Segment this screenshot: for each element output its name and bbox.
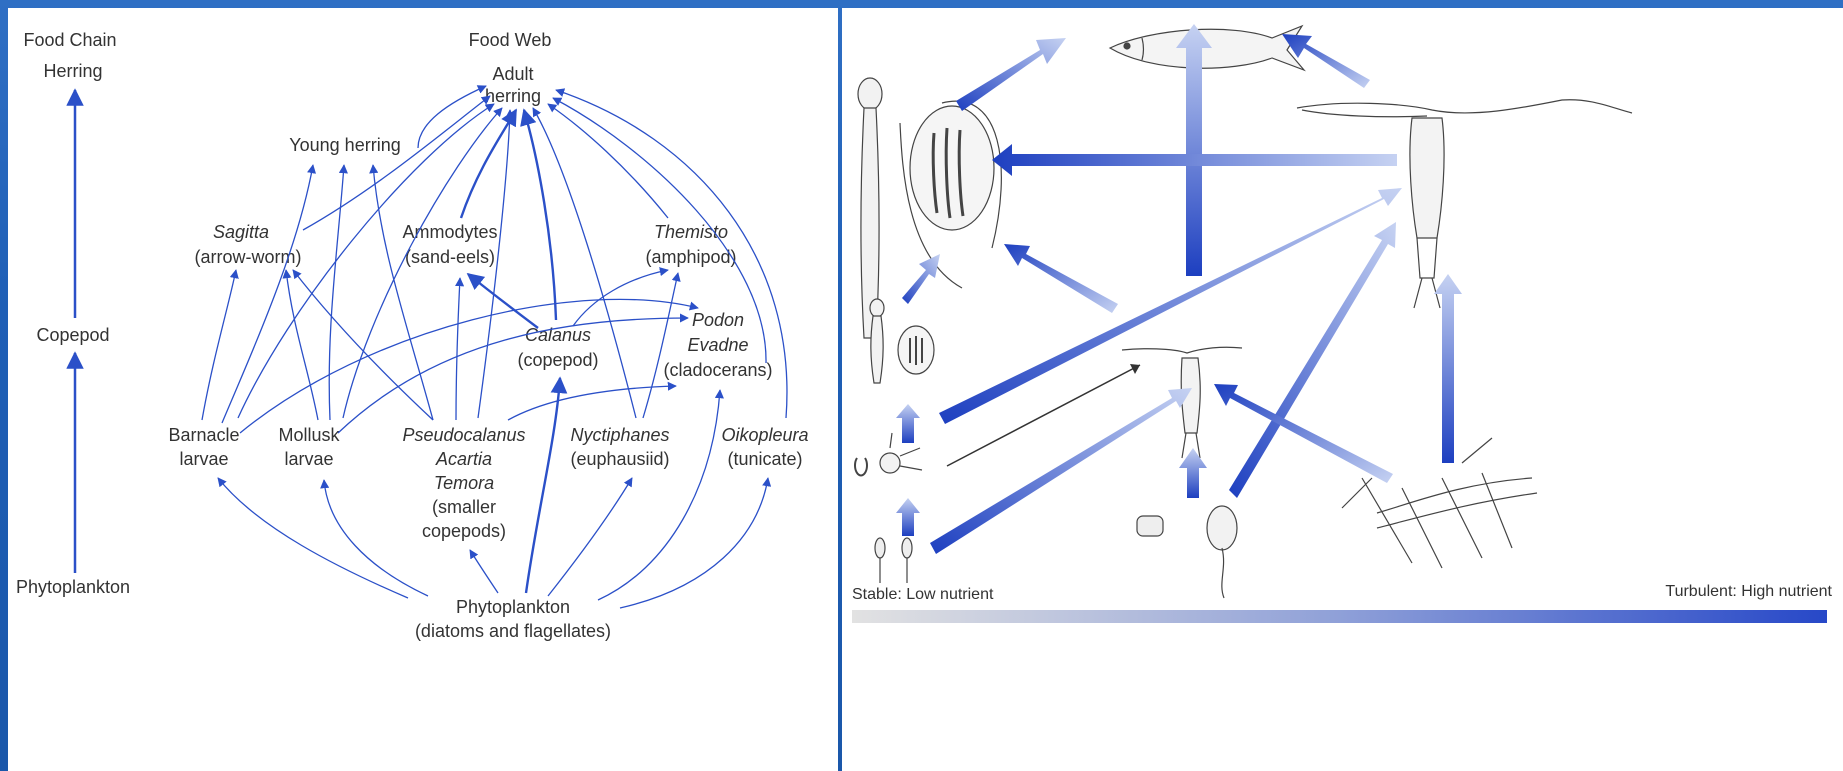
- arrow-diatomchain-to-midcopepod: [1214, 384, 1393, 483]
- arrow-barnacle-to-young: [222, 165, 313, 423]
- food-chain-title: Food Chain: [23, 30, 116, 50]
- young-herring-label: Young herring: [289, 135, 400, 155]
- arrow-phyto-to-calanus: [526, 378, 560, 593]
- arrow-pseudo-to-young: [373, 165, 433, 420]
- themisto-label: Themisto: [654, 222, 728, 242]
- arrow-phyto-to-cladocerans: [598, 390, 720, 600]
- arrow-flagellates-to-nauplius: [896, 498, 920, 536]
- arrow-calanus-to-adult: [524, 110, 556, 320]
- barnacle-desc: larvae: [179, 449, 228, 469]
- arrow-themisto-to-adult: [548, 104, 668, 218]
- arrow-phyto-to-nyctiphanes: [548, 478, 632, 596]
- arrow-sagitta-to-adult: [303, 96, 490, 230]
- plankton-panel: Stable: Low nutrient Turbulent: High nut…: [842, 8, 1843, 771]
- arrow-calanus-to-ammodytes: [468, 274, 538, 328]
- arrow-larvacean-to-fish: [956, 38, 1066, 111]
- diatom-chain-drawing: [1342, 438, 1537, 568]
- acartia-label: Acartia: [435, 449, 492, 469]
- adult-herring-label: Adult: [492, 64, 533, 84]
- arrow-nyctiphanes-to-themisto: [643, 273, 678, 418]
- arrow-nauplius-to-small-larvacean: [896, 404, 920, 443]
- arrow-midcopepod-to-larvacean: [1004, 244, 1118, 313]
- chain-phytoplankton-label: Phytoplankton: [16, 577, 130, 597]
- arrow-small-to-large-larvacean: [902, 254, 940, 304]
- arrow-pseudo-to-ammodytes: [456, 278, 460, 420]
- large-copepod-drawing: [1297, 100, 1632, 308]
- small-larvacean-drawing: [870, 299, 934, 383]
- podon-label: Podon: [692, 310, 744, 330]
- flagellates-drawing: [875, 538, 912, 583]
- food-web-diagram: Food Chain Herring Copepod Phytoplankton…: [8, 8, 838, 771]
- chain-herring-label: Herring: [43, 61, 102, 81]
- evadne-label: Evadne: [687, 335, 748, 355]
- adult-herring-label-2: herring: [485, 86, 541, 106]
- euphausiid-desc: (euphausiid): [570, 449, 669, 469]
- calanus-desc: (copepod): [517, 350, 598, 370]
- arrow-phyto-to-mollusk: [324, 480, 428, 596]
- cladocerans-desc: (cladocerans): [663, 360, 772, 380]
- sagitta-label: Sagitta: [213, 222, 269, 242]
- arrow-ammodytes-to-adult: [461, 110, 516, 218]
- nutrient-gradient-bar: [852, 610, 1827, 623]
- arrow-nauplius-to-largecopepod: [939, 188, 1402, 424]
- smaller-label: (smaller: [432, 497, 496, 517]
- organism-sketches: [855, 26, 1632, 598]
- mollusk-desc: larvae: [284, 449, 333, 469]
- temora-label: Temora: [434, 473, 494, 493]
- themisto-desc: (amphipod): [645, 247, 736, 267]
- arrow-thin-nauplius-to-midcopepod: [947, 365, 1140, 466]
- mollusk-label: Mollusk: [278, 425, 340, 445]
- oikopleura-label: Oikopleura: [721, 425, 808, 445]
- arrow-phyto-to-barnacle: [218, 478, 408, 598]
- food-web-panel: Food Chain Herring Copepod Phytoplankton…: [8, 8, 838, 771]
- arrow-phyto-to-smaller-copepods: [470, 550, 498, 593]
- arrow-mollusk-to-young: [329, 165, 344, 420]
- stable-low-nutrient-label: Stable: Low nutrient: [852, 586, 994, 603]
- turbulent-high-nutrient-label: Turbulent: High nutrient: [1665, 583, 1832, 600]
- plankton-diagram: Stable: Low nutrient Turbulent: High nut…: [842, 8, 1843, 771]
- food-web-title: Food Web: [469, 30, 552, 50]
- arrow-diatoms-to-midcopepod: [1179, 448, 1207, 498]
- web-phytoplankton-desc: (diatoms and flagellates): [415, 621, 611, 641]
- web-phytoplankton-label: Phytoplankton: [456, 597, 570, 617]
- diatom-cells-drawing: [1137, 506, 1237, 598]
- tunicate-desc: (tunicate): [727, 449, 802, 469]
- ammodytes-label: Ammodytes: [402, 222, 497, 242]
- barnacle-label: Barnacle: [168, 425, 239, 445]
- nyctiphanes-label: Nyctiphanes: [570, 425, 669, 445]
- arrow-calanus-to-themisto: [573, 270, 668, 326]
- copepods-label: copepods): [422, 521, 506, 541]
- ammodytes-desc: (sand-eels): [405, 247, 495, 267]
- pseudocalanus-label: Pseudocalanus: [402, 425, 525, 445]
- arrow-barnacle-to-sagitta: [202, 270, 236, 420]
- chain-copepod-label: Copepod: [36, 325, 109, 345]
- arrow-nyctiphanes-to-adult: [533, 108, 636, 418]
